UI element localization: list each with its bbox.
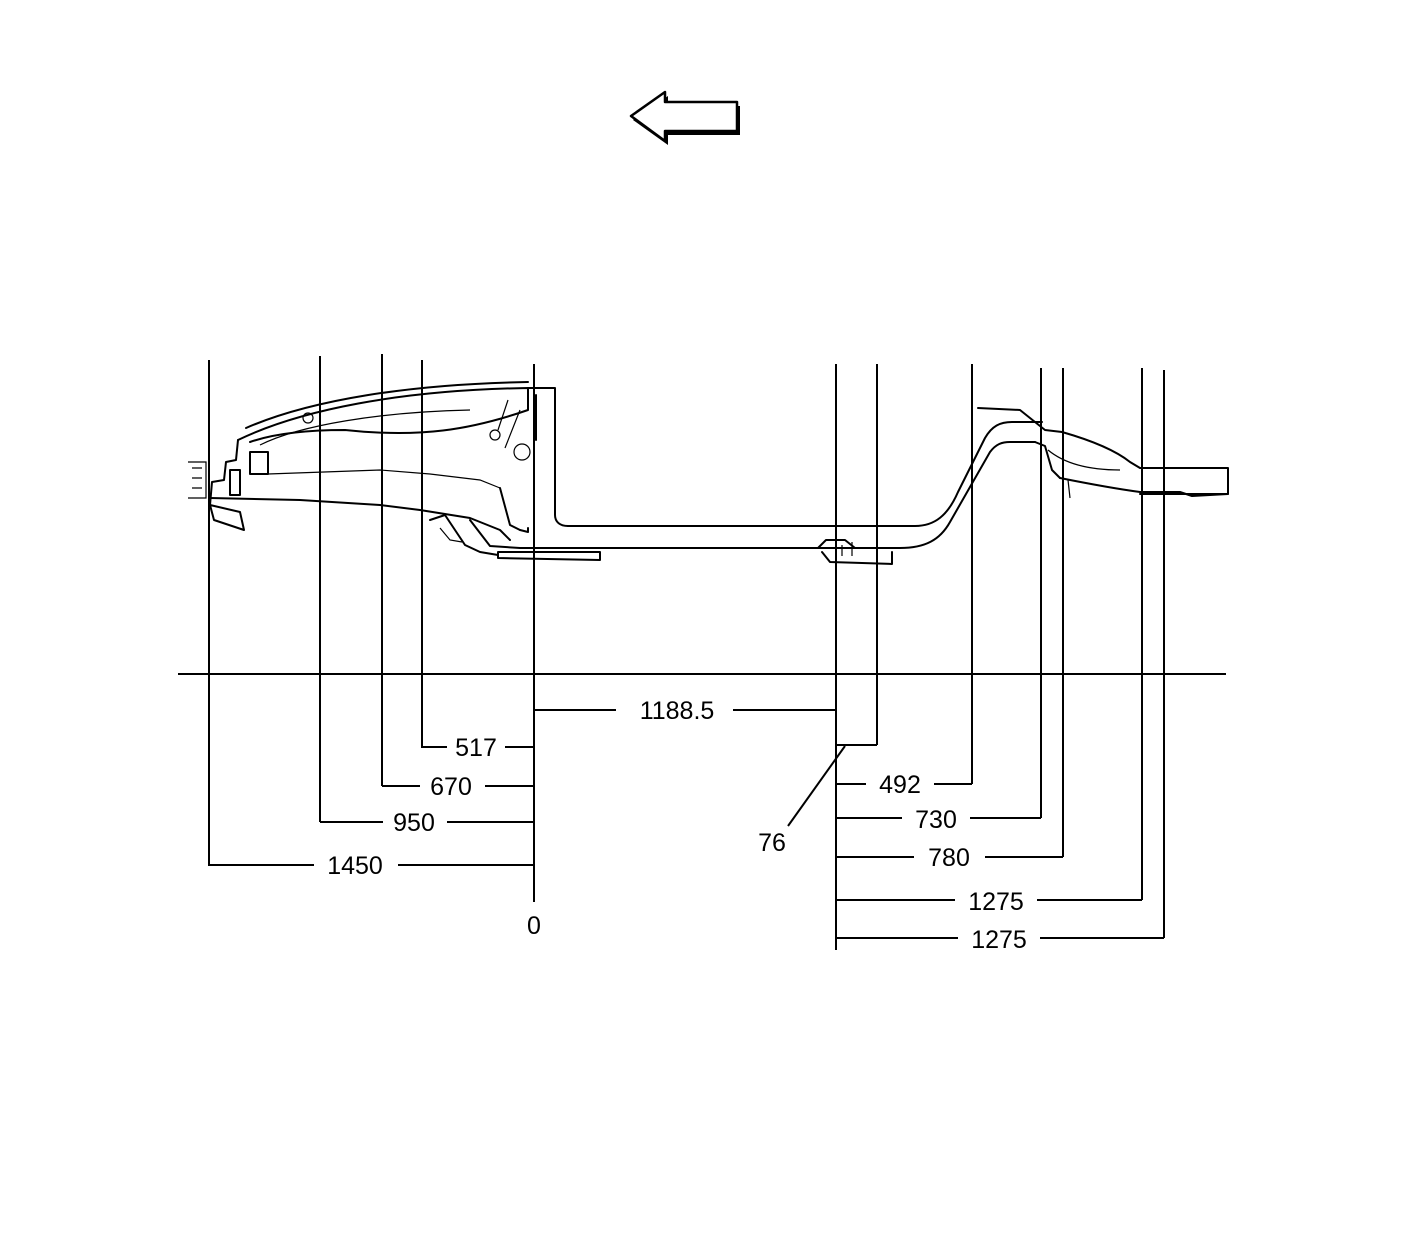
datum-zero-label: 0 xyxy=(527,912,541,940)
dimension-rear-1275-b: 1275 xyxy=(836,926,1164,954)
dimension-rear-492: 492 xyxy=(836,771,972,799)
dimension-rear-780: 780 xyxy=(836,844,1063,872)
dimension-front-670: 670 xyxy=(382,773,534,801)
dimension-label: 517 xyxy=(455,734,497,762)
dimension-label: 670 xyxy=(430,773,472,801)
dimension-front-517: 517 xyxy=(422,734,534,762)
dimension-label: 1275 xyxy=(968,888,1024,916)
dimension-label: 950 xyxy=(393,809,435,837)
dimension-label: 1188.5 xyxy=(640,697,715,725)
dimension-rear-offset: 76 xyxy=(758,745,846,857)
dimension-label: 492 xyxy=(879,771,921,799)
dimension-rear-730: 730 xyxy=(836,806,1041,834)
dimension-label: 76 xyxy=(758,829,786,857)
reference-lines xyxy=(208,354,1165,950)
dimension-label: 730 xyxy=(915,806,957,834)
dimension-front-1450: 1450 xyxy=(209,852,534,880)
dimension-front-950: 950 xyxy=(320,809,534,837)
dimension-label: 1275 xyxy=(971,926,1027,954)
vehicle-underbody-outline xyxy=(188,381,1229,565)
dimension-label: 1450 xyxy=(327,852,383,880)
dimension-center-span: 1188.5 xyxy=(534,697,836,725)
dimension-rear-1275-a: 1275 xyxy=(836,888,1142,916)
dimension-label: 780 xyxy=(928,844,970,872)
arrow-left-icon xyxy=(629,90,740,145)
